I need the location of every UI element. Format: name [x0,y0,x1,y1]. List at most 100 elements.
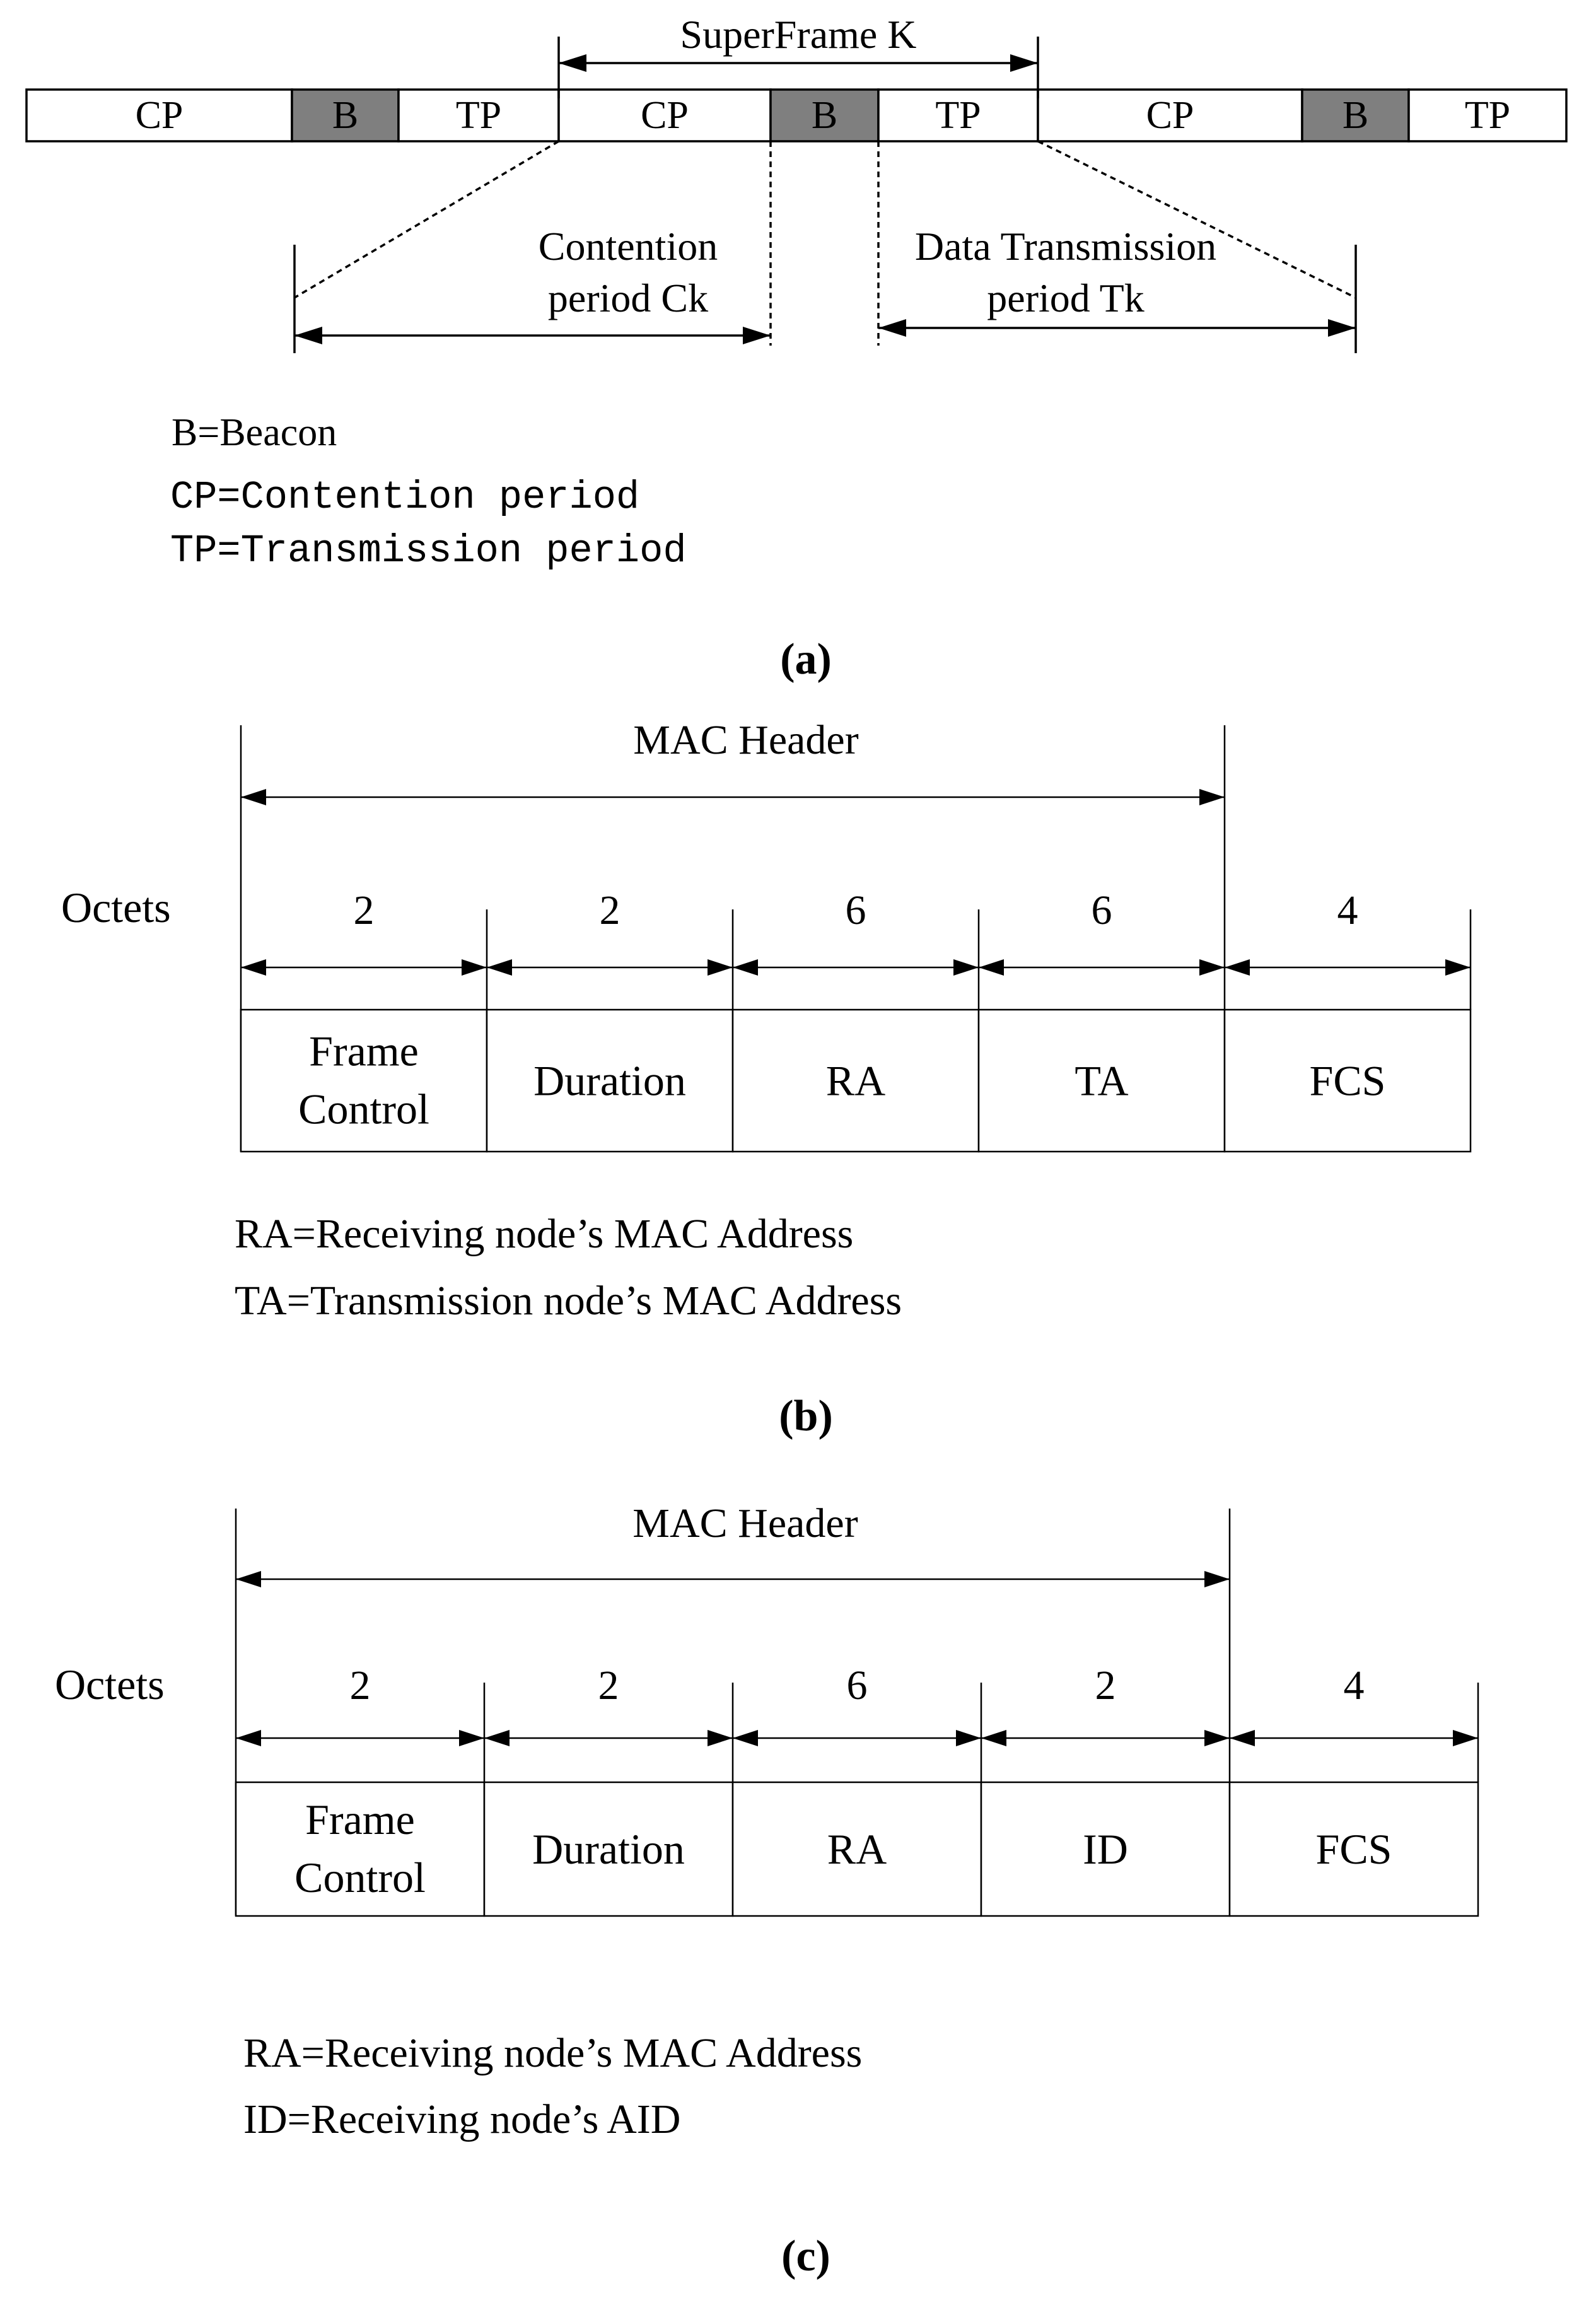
panel-b-octet-arrow-head-left [1225,959,1250,976]
panel-c-octet-count: 2 [350,1662,371,1708]
panel-b-octet-arrow-head-left [733,959,758,976]
panel-c-mac-header-arrow-head-left [236,1571,261,1587]
superframe-arrow-right [1010,54,1038,72]
panel-b-legend-ra: RA=Receiving node’s MAC Address [235,1211,853,1257]
panel-c-octet-count: 2 [1095,1662,1116,1708]
panel-b-mac-header-arrow-head-right [1199,789,1225,805]
transmission-period-label-line1: Data Transmission [915,224,1216,269]
panel-c-octet-arrow-head-right [708,1730,733,1746]
panel-b-octet-arrow-head-left [487,959,512,976]
transmission-period-label-line2: period Tk [987,276,1144,320]
panel-b-octet-arrow-head-right [953,959,979,976]
panel-c-octet-count: 6 [847,1662,868,1708]
panel-c-octet-count: 4 [1344,1662,1365,1708]
panel-c-mac-header-arrow-head-right [1204,1571,1230,1587]
panel-c-legend-ra: RA=Receiving node’s MAC Address [243,2030,862,2076]
panel-c-field-cell [235,1781,486,1917]
caption-c: (c) [781,2232,830,2280]
panel-c-octet-arrow-head-left [733,1730,758,1746]
superframe-segment-tp [877,88,1039,143]
contention-zoom-line [294,140,559,299]
superframe-segment-label: CP [641,94,689,137]
panel-b-field-cell [240,1008,488,1153]
panel-c-octet-arrow-head-left [236,1730,261,1746]
panel-c-field-name: FCS [1316,1825,1392,1873]
superframe-segment-cp [25,88,293,143]
superframe-segment-tp [1407,88,1568,143]
superframe-segment-label: CP [136,94,183,137]
panel-b-octet-count: 6 [1092,887,1112,933]
panel-c-octet-arrow-head-left [484,1730,510,1746]
panel-b-octet-count: 2 [600,887,620,933]
superframe-segment-label: TP [935,94,981,137]
panel-c-octet-count: 2 [598,1662,619,1708]
panel-c-field-name: Control [294,1854,426,1901]
panel-c-octets-label: Octets [55,1661,165,1708]
panel-c-octet-arrow-head-right [1453,1730,1478,1746]
panel-c-octet-arrow-head-left [981,1730,1006,1746]
superframe-bar: CP B TP CP B TP CP B TP [25,88,1568,143]
panel-b-field-name: Duration [533,1057,686,1105]
caption-a: (a) [780,635,832,684]
superframe-segment-b [1301,88,1410,143]
superframe-segment-label: B [1343,94,1368,137]
panel-b-field-cell [731,1008,980,1153]
superframe-segment-label: CP [1146,94,1194,137]
superframe-segment-cp [1037,88,1303,143]
legend-transmission-period: TP=Transmission period [170,528,687,573]
superframe-segment-b [291,88,400,143]
contention-arrow-left [294,327,322,344]
panel-b-octet-arrow-head-left [979,959,1004,976]
panel-b-field-name: Frame [309,1027,419,1075]
superframe-segment-label: B [332,94,358,137]
contention-period-label-line2: period Ck [548,276,708,320]
panel-b-octet-arrow-head-right [708,959,733,976]
contention-arrow-right [743,327,771,344]
panel-b-octet-count: 6 [846,887,866,933]
panel-c-octet-arrow-head-right [956,1730,981,1746]
panel-b-octet-count: 2 [354,887,375,933]
panel-b-octet-arrow-head-right [462,959,487,976]
panel-c-field-name: Frame [305,1795,415,1843]
panel-c-octet-arrow-head-right [459,1730,484,1746]
panel-b-octet-count: 4 [1337,887,1358,933]
panel-b-field-name: Control [298,1085,429,1133]
panel-c-field-name: RA [827,1825,887,1873]
panel-b-mac-header-label: MAC Header [633,717,858,763]
panel-b-octet-arrow-head-right [1445,959,1471,976]
panel-c-field-cell [483,1781,734,1917]
panel-b-field-cell [977,1008,1226,1153]
panel-b-legend-ta: TA=Transmission node’s MAC Address [235,1278,902,1324]
panel-c-field-cell [1228,1781,1479,1917]
panel-b-field-name: FCS [1310,1057,1386,1105]
panel-b-octet-arrow-head-right [1199,959,1225,976]
superframe-segment-label: TP [456,94,501,137]
panel-c-field-cell [980,1781,1231,1917]
panel-c-field-name: Duration [532,1825,685,1873]
superframe-segment-label: B [812,94,837,137]
panel-c-mac-header-label: MAC Header [632,1500,858,1546]
transmission-arrow-right [1328,319,1356,337]
superframe-segment-label: TP [1465,94,1510,137]
panel-b-field-name: TA [1075,1057,1128,1105]
superframe-label: SuperFrame K [680,12,916,57]
transmission-arrow-left [878,319,906,337]
superframe-segment-tp [397,88,560,143]
superframe-segment-b [769,88,880,143]
panel-b-field-cell [486,1008,734,1153]
contention-period-label-line1: Contention [539,224,718,269]
panel-b-field-name: RA [826,1057,885,1105]
panel-c-octet-arrow-head-right [1204,1730,1230,1746]
panel-b-mac-header-arrow-head-left [241,789,266,805]
panel-b-field-cell [1223,1008,1472,1153]
legend-beacon: B=Beacon [172,411,337,454]
panel-c-octet-arrow-head-left [1230,1730,1255,1746]
superframe-arrow-left [559,54,586,72]
panel-b-octets-label: Octets [61,884,171,931]
